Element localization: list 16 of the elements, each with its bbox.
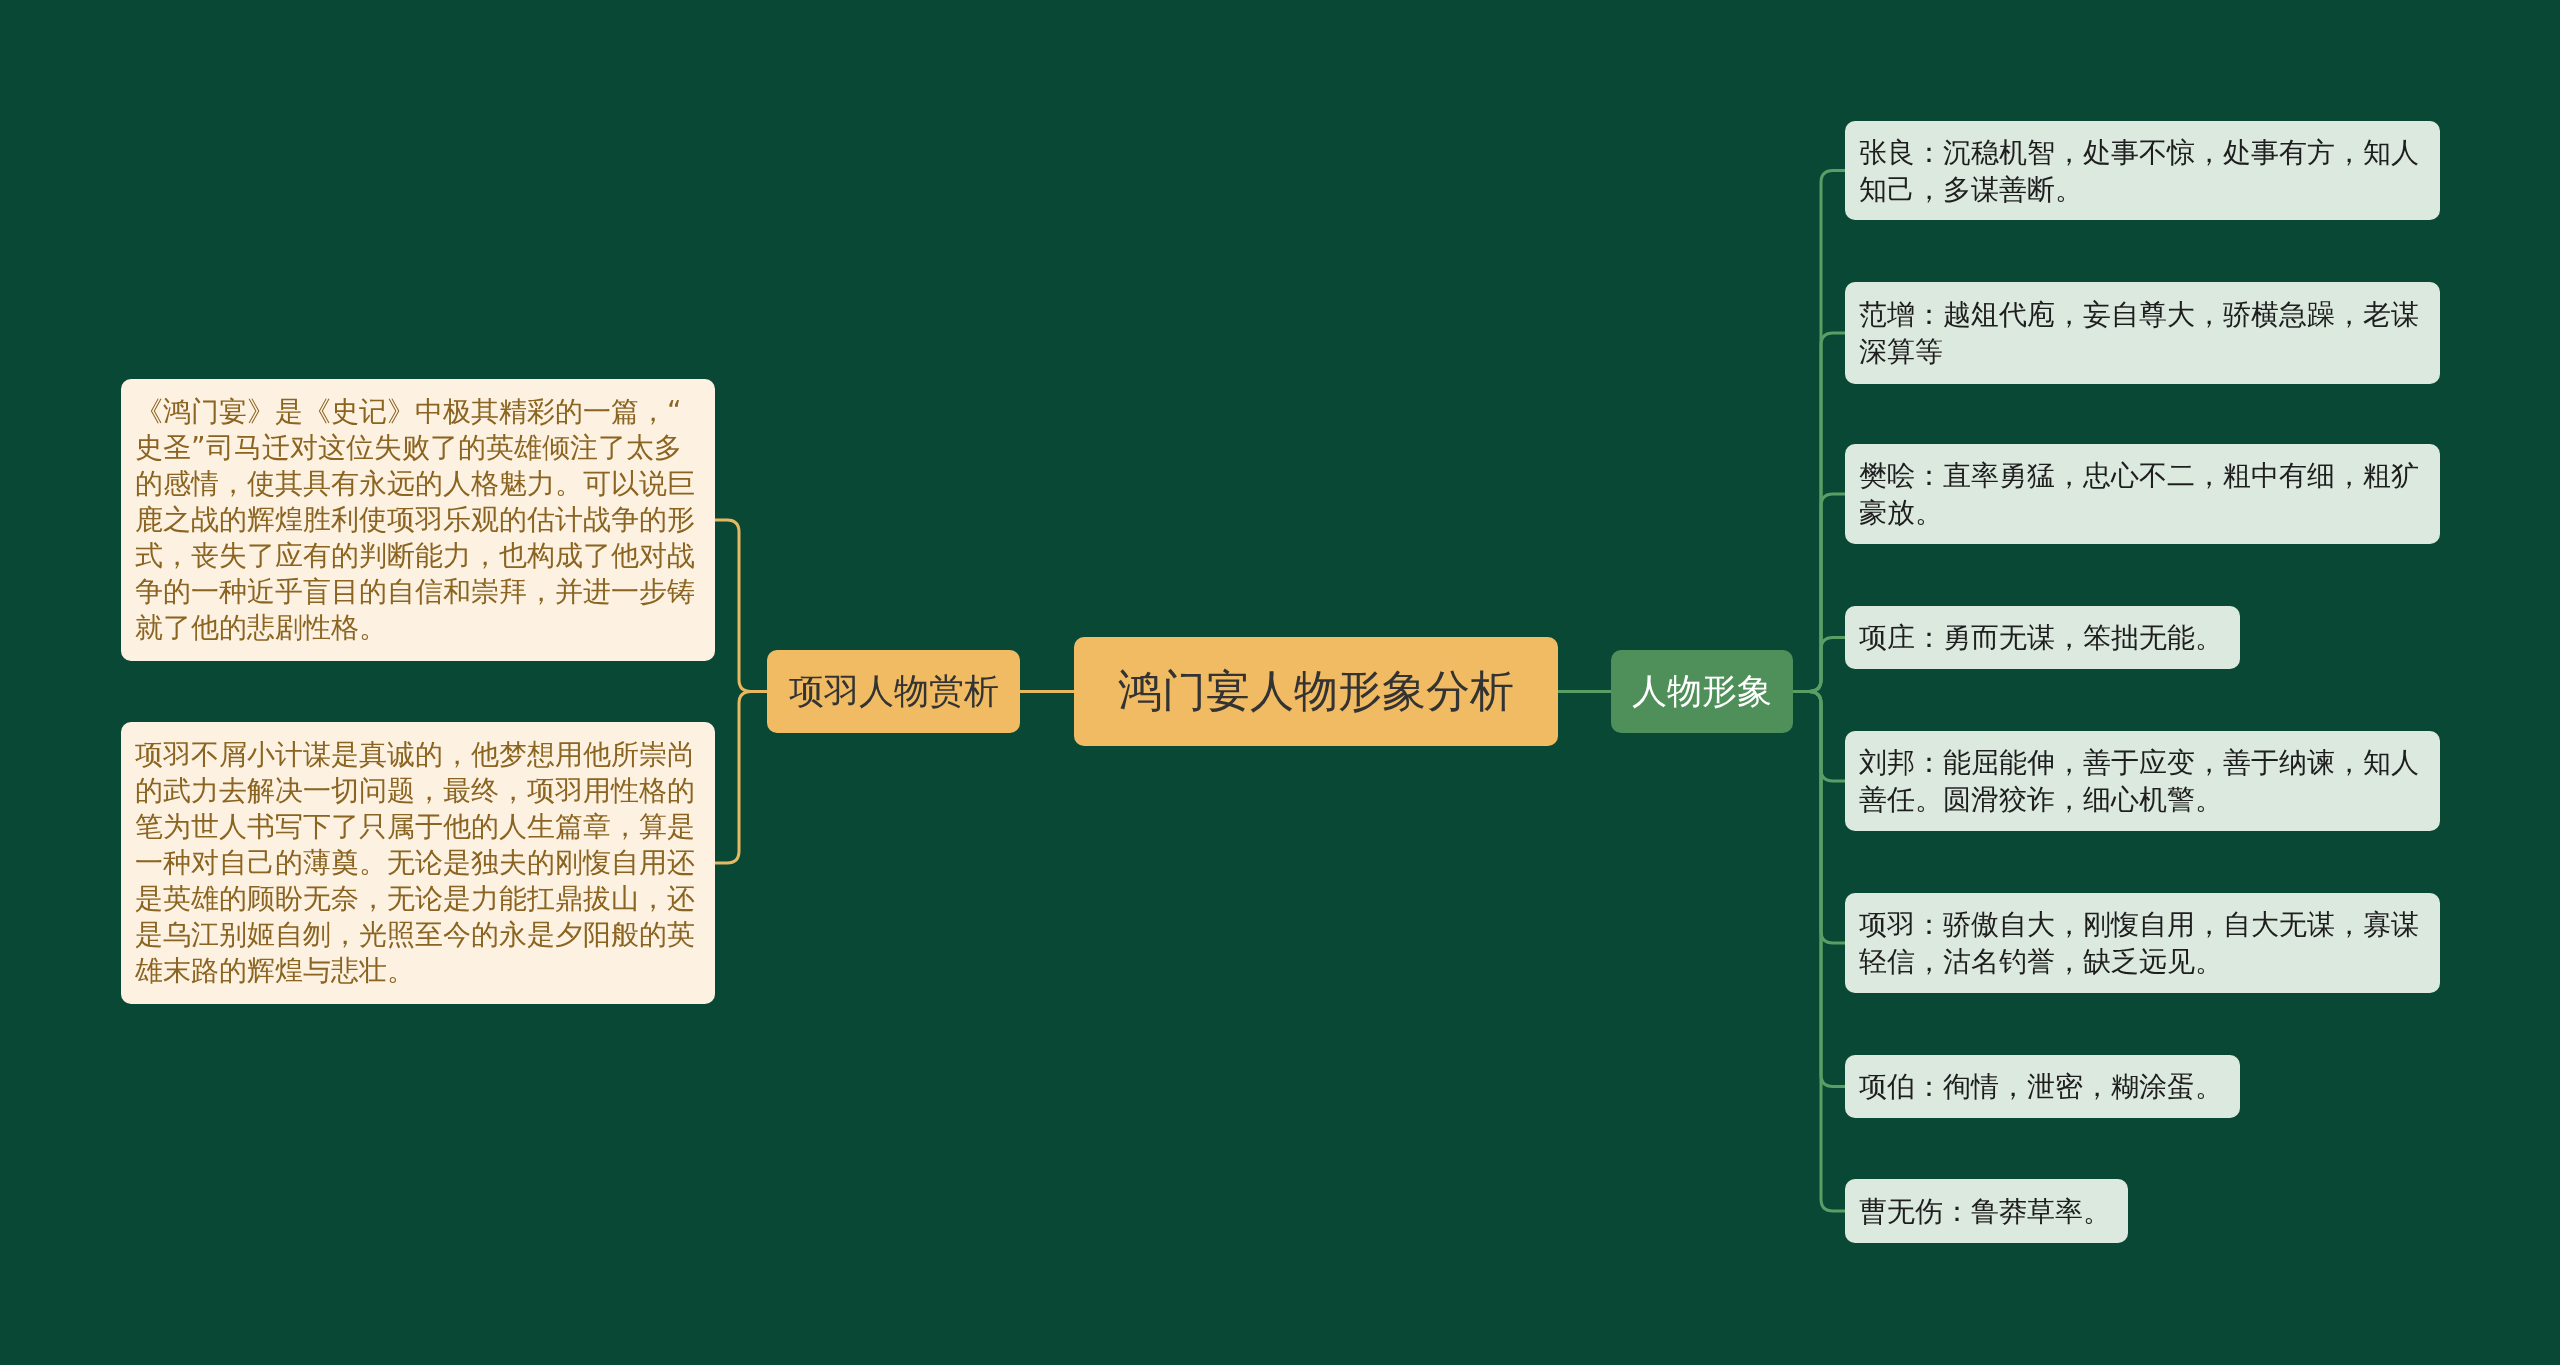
connector-line bbox=[1020, 690, 1074, 693]
connector-line bbox=[715, 690, 767, 865]
text-card: 曹无伤：鲁莽草率。 bbox=[1845, 1179, 2128, 1243]
text-card: 《鸿门宴》是《史记》中极其精彩的一篇，“史圣”司马迁对这位失败了的英雄倾注了太多的感情，使其具有永远的人格魅力。可以说巨鹿之战的辉煌胜利使项羽乐观的估计战争的形式，丧失了应有的判断能力，也构成了他对战争的一种近乎盲目的自信和崇拜，并进一步铸就了他的悲剧性格。 bbox=[121, 379, 715, 661]
text-card: 刘邦：能屈能伸，善于应变，善于纳谏，知人善任。圆滑狡诈，细心机警。 bbox=[1845, 731, 2440, 831]
branch-topic-box: 人物形象 bbox=[1611, 650, 1793, 733]
text-card: 张良：沉稳机智，处事不惊，处事有方，知人知己，多谋善断。 bbox=[1845, 121, 2440, 220]
central-topic-box: 鸿门宴人物形象分析 bbox=[1074, 637, 1558, 746]
text-card: 项庄：勇而无谋，笨拙无能。 bbox=[1845, 606, 2240, 669]
text-card: 樊哙：直率勇猛，忠心不二，粗中有细，粗犷豪放。 bbox=[1845, 444, 2440, 544]
connector-line bbox=[1558, 690, 1611, 693]
text-card: 项伯：徇情，泄密，糊涂蛋。 bbox=[1845, 1055, 2240, 1118]
branch-topic-box: 项羽人物赏析 bbox=[767, 650, 1020, 733]
text-card: 范增：越俎代庖，妄自尊大，骄横急躁，老谋深算等 bbox=[1845, 282, 2440, 384]
text-card: 项羽不屑小计谋是真诚的，他梦想用他所崇尚的武力去解决一切问题，最终，项羽用性格的笔为世人书写下了只属于他的人生篇章，算是一种对自己的薄奠。无论是独夫的刚愎自用还是英雄的顾盼无奈，无论是力能扛鼎拔山，还是乌江别姬自刎，光照至今的永是夕阳般的英雄末路的辉煌与悲壮。 bbox=[121, 722, 715, 1004]
text-card: 项羽：骄傲自大，刚愎自用，自大无谋，寡谋轻信，沽名钓誉，缺乏远见。 bbox=[1845, 893, 2440, 993]
